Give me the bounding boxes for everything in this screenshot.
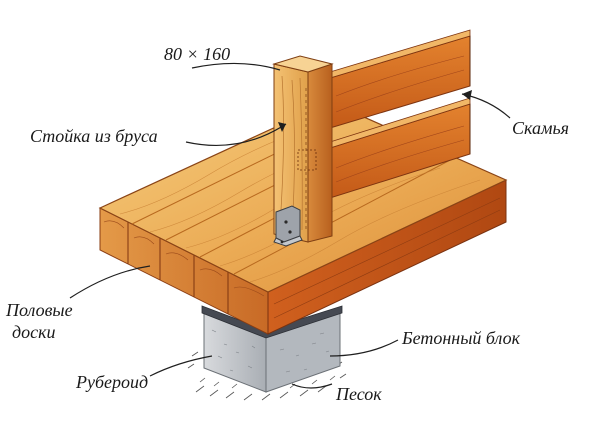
bench-label: Скамья xyxy=(512,118,570,138)
floorboards-label-line1: Половые xyxy=(6,300,73,320)
leader-post xyxy=(185,123,287,147)
dimension-label: 80 × 160 xyxy=(164,44,231,64)
bench-rails xyxy=(329,29,471,199)
roofing-felt-label: Рубероид xyxy=(76,372,149,392)
metal-bracket xyxy=(273,205,303,247)
leader-felt xyxy=(149,355,213,377)
timber-post xyxy=(272,55,334,243)
floorboards-label-line2: доски xyxy=(12,322,56,342)
sand-label: Песок xyxy=(336,384,382,404)
leader-dimension xyxy=(191,62,281,71)
post-label: Стойка из бруса xyxy=(30,126,158,146)
concrete-block-label: Бетонный блок xyxy=(402,328,521,348)
leader-floorboards xyxy=(69,265,151,299)
leader-lines xyxy=(69,62,511,389)
leader-sand xyxy=(291,383,333,389)
leader-concrete xyxy=(329,339,399,357)
arrow-heads xyxy=(278,90,472,132)
